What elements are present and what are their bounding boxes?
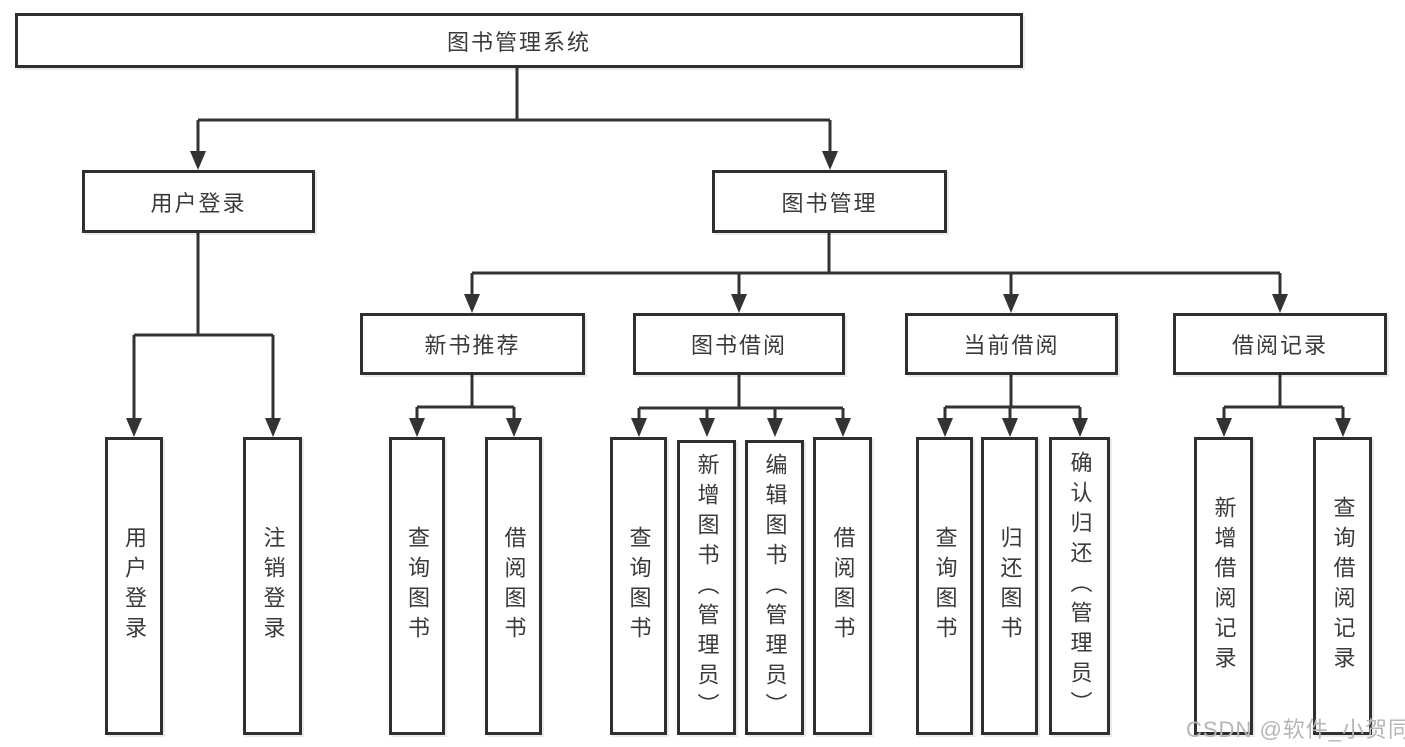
node-label: 新书推荐 (424, 333, 521, 358)
node-label: 借阅记录 (1231, 333, 1328, 358)
leaf-query-books-recommend: 查询图书 (389, 437, 445, 735)
leaf-confirm-return-admin: 确认归还（管理员） (1049, 437, 1110, 735)
watermark: CSDN @软件_小贺同学 (1186, 717, 1405, 742)
node-new-book-recommend: 新书推荐 (360, 313, 585, 375)
node-label: 查询图书 (405, 526, 430, 646)
node-user-login: 用户登录 (82, 170, 315, 233)
connector-current-borrowing (943, 375, 1082, 420)
node-label: 图书借阅 (690, 333, 787, 358)
arrow-down-icon (1272, 294, 1288, 313)
connector-root (196, 68, 832, 152)
arrow-down-icon (409, 418, 425, 437)
leaf-return-books: 归还图书 (981, 437, 1038, 735)
connector-user-login (132, 233, 275, 420)
arrow-down-icon (1002, 418, 1018, 437)
node-label: 借阅图书 (830, 526, 856, 646)
arrow-down-icon (699, 418, 715, 437)
node-book-borrowing: 图书借阅 (633, 313, 845, 375)
arrow-down-icon (937, 418, 953, 437)
node-label: 查询借阅记录 (1330, 496, 1356, 676)
node-borrowing-records: 借阅记录 (1173, 313, 1387, 375)
arrow-down-icon (464, 294, 480, 313)
arrow-down-icon (265, 418, 281, 437)
node-label: 查询图书 (932, 526, 958, 646)
node-label: 借阅图书 (501, 526, 527, 646)
node-book-management: 图书管理 (712, 170, 947, 233)
arrow-down-icon (1216, 418, 1232, 437)
leaf-query-books-borrowing: 查询图书 (610, 437, 667, 735)
node-label: 图书管理系统 (446, 29, 591, 55)
leaf-query-books-current: 查询图书 (916, 437, 973, 735)
leaf-borrow-books: 借阅图书 (813, 437, 872, 735)
leaf-borrow-books-recommend: 借阅图书 (485, 437, 542, 735)
connector-borrowing-records (1222, 375, 1345, 420)
connector-book-borrowing (637, 375, 845, 420)
node-library-management-system: 图书管理系统 (15, 13, 1023, 68)
arrow-down-icon (190, 151, 206, 170)
node-label: 用户登录 (122, 526, 147, 646)
leaf-user-login: 用户登录 (105, 437, 163, 735)
leaf-query-borrow-record: 查询借阅记录 (1313, 437, 1372, 735)
arrow-down-icon (126, 418, 142, 437)
node-label: 图书管理 (781, 190, 878, 216)
arrow-down-icon (506, 418, 522, 437)
leaf-add-books-admin: 新增图书（管理员） (677, 440, 736, 735)
node-label: 查询图书 (626, 526, 652, 646)
node-label: 归还图书 (997, 526, 1023, 646)
arrow-down-icon (767, 418, 783, 437)
connector-book-management (470, 233, 1282, 296)
node-label: 编辑图书（管理员） (762, 452, 788, 723)
node-current-borrowing: 当前借阅 (905, 313, 1118, 375)
node-label: 新增图书（管理员） (694, 452, 720, 723)
arrowheads (126, 151, 1351, 437)
node-label: 新增借阅记录 (1211, 496, 1237, 676)
arrow-down-icon (631, 418, 647, 437)
arrow-down-icon (822, 151, 838, 170)
leaf-edit-books-admin: 编辑图书（管理员） (745, 440, 804, 735)
arrow-down-icon (835, 418, 851, 437)
leaf-logout-login: 注销登录 (243, 437, 302, 735)
leaf-add-borrow-record: 新增借阅记录 (1194, 437, 1253, 735)
node-label: 用户登录 (150, 190, 247, 216)
arrow-down-icon (1003, 294, 1019, 313)
node-label: 确认归还（管理员） (1067, 451, 1093, 721)
arrow-down-icon (731, 294, 747, 313)
node-label: 注销登录 (260, 526, 286, 646)
arrow-down-icon (1335, 418, 1351, 437)
arrow-down-icon (1072, 418, 1088, 437)
node-label: 当前借阅 (963, 333, 1060, 358)
connector-new-book-recommend (415, 375, 516, 420)
